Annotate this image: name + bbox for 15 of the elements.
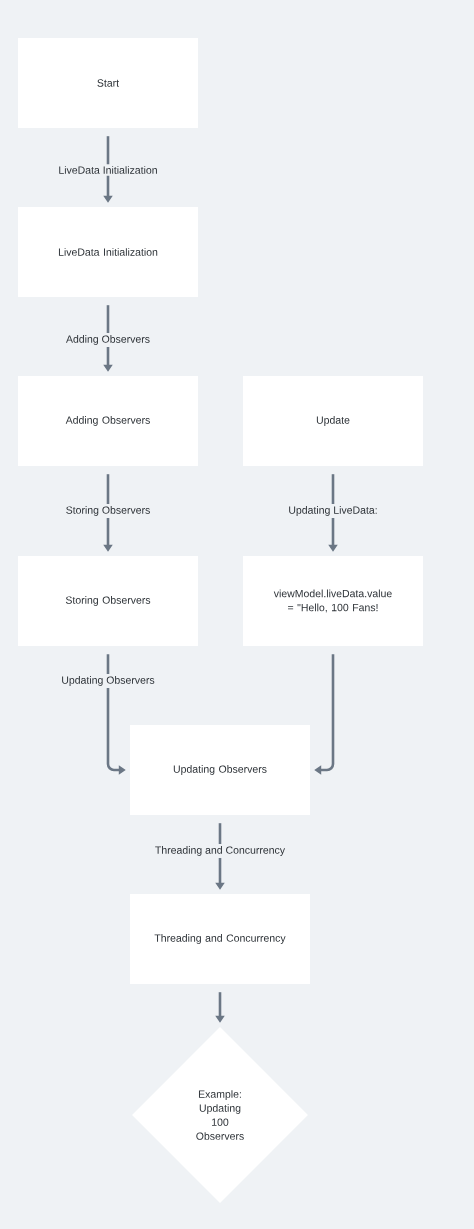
edge-label: Updating LiveData: xyxy=(286,504,380,518)
process-box: viewModel.liveData.value = "Hello, 100 Fans! xyxy=(243,556,423,646)
process-box: LiveData Initialization xyxy=(18,207,198,297)
process-box: Storing Observers xyxy=(18,556,198,646)
edge-label: Updating Observers xyxy=(59,674,157,688)
process-box: Updating Observers xyxy=(130,725,310,815)
process-box: Update xyxy=(243,376,423,466)
process-box: Start xyxy=(18,38,198,128)
edge-label: LiveData Initialization xyxy=(56,164,160,176)
process-box: Adding Observers xyxy=(18,376,198,466)
arrow xyxy=(314,654,335,775)
edge-label: Adding Observers xyxy=(64,333,152,347)
edge-label: Threading and Concurrency xyxy=(152,844,288,858)
edge-label: Storing Observers xyxy=(63,504,153,518)
process-box: Threading and Concurrency xyxy=(130,894,310,984)
